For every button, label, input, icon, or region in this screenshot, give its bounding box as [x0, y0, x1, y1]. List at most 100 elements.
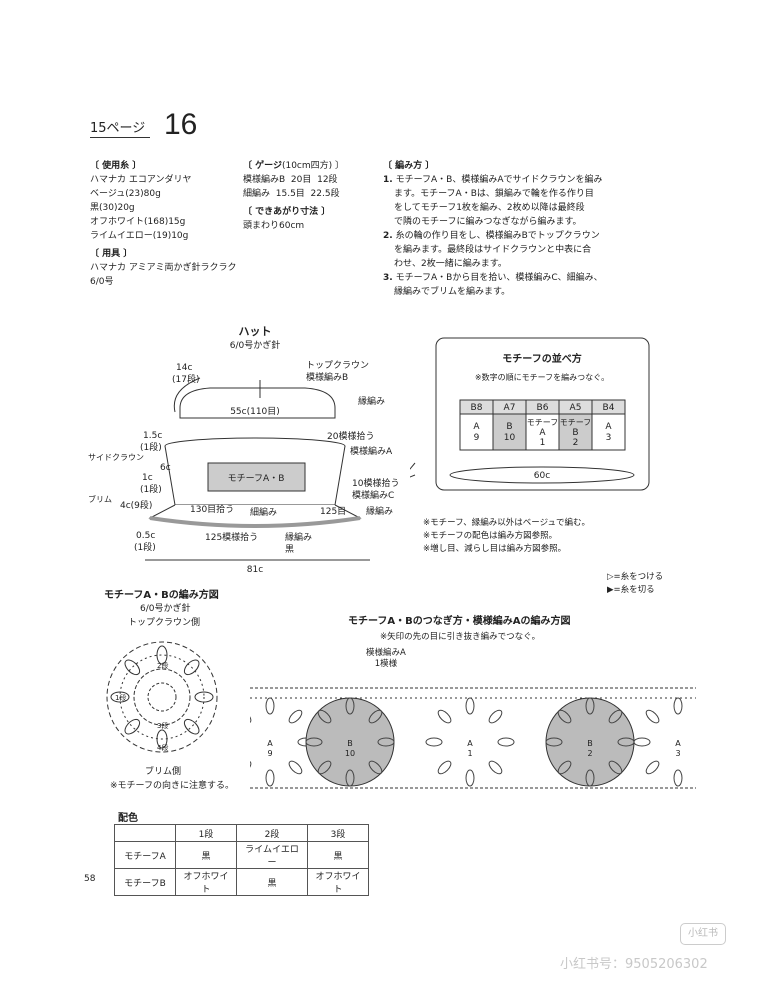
motif-petal — [110, 691, 130, 703]
label-p130: 130目拾う — [190, 503, 234, 515]
pattern-number: 16 — [164, 108, 198, 141]
join-motif-petal — [437, 760, 452, 775]
join-motif-petal — [265, 769, 275, 787]
join-motif-number: 10 — [345, 749, 355, 758]
notes: ※モチーフ、縁編み以外はベージュで編む。 ※モチーフの配色は編み方図参照。 ※増… — [423, 517, 590, 556]
size-value: 頭まわり60cm — [243, 221, 305, 231]
join-motif-petal — [497, 737, 515, 747]
join-motif-petal — [557, 709, 572, 724]
instructions-section: 〔 編み方 〕 1. モチーフA・B、模様編みAでサイドクラウンを編み ます。モ… — [383, 159, 603, 299]
join-motif-petal — [645, 709, 660, 724]
table-cell: 黒 — [236, 868, 308, 896]
label-edge: 縁編み — [358, 395, 385, 407]
motif-petal — [194, 691, 214, 703]
instructions-title: 〔 編み方 〕 — [383, 161, 435, 171]
join-motif-petal — [368, 709, 383, 724]
join-motif-petal — [488, 760, 503, 775]
header-cell — [114, 824, 176, 842]
join-motif-petal — [608, 760, 623, 775]
hat-hook: 6/0号かぎ針 — [230, 339, 281, 351]
arrangement-letter: B — [572, 428, 578, 438]
header-cell: 3段 — [307, 824, 369, 842]
table-cell: 黒 — [175, 841, 237, 869]
table-cell: モチーフA — [114, 841, 176, 869]
join-motif-petal — [645, 760, 660, 775]
color-table: 1段 2段 3段 モチーフA 黒 ライムイエロー 黒 モチーフB オフホワイト … — [114, 824, 369, 896]
label-r1b: (1段) — [140, 483, 162, 495]
step-1: 1. モチーフA・B、模様編みAでサイドクラウンを編み ます。モチーフA・Bは、… — [383, 175, 603, 227]
label-top-rows: (17段) — [172, 373, 199, 385]
motif-chart-title: モチーフA・Bの編み方図 — [104, 590, 219, 601]
hat-diagram: ハット 6/0号かぎ針 14c (17段) トップクラウン 模様編みB 縁編み … — [88, 325, 399, 575]
table-row: モチーフB オフホワイト 黒 オフホワイト — [114, 868, 369, 896]
arrangement-number: 2 — [573, 438, 579, 448]
join-motif-petal — [368, 760, 383, 775]
join-motif-petal — [345, 697, 355, 715]
join-motif-letter: A — [675, 739, 681, 748]
step-3: 3. モチーフA・Bから目を拾い、模様編みC、細編み、 縁編みでブリムを編みます… — [383, 273, 603, 297]
note-2: ※モチーフの配色は編み方図参照。 — [423, 531, 558, 541]
join-motif-petal — [608, 709, 623, 724]
cut-icon: ▶ — [607, 585, 614, 595]
join-motif-petal — [465, 769, 475, 787]
join-motif-letter: B — [587, 739, 593, 748]
round-2-ring — [133, 668, 191, 726]
hat-title: ハット — [239, 325, 272, 338]
motif-petal — [156, 645, 168, 665]
join-motif-petal — [345, 769, 355, 787]
join-motif-letter: A — [267, 739, 273, 748]
join-motif-petal — [377, 737, 395, 747]
arrangement-letter: B — [506, 422, 512, 432]
arrangement-number: 1 — [540, 438, 546, 448]
join-motif-petal — [265, 697, 275, 715]
label-circ-top: 55c(110目) — [230, 406, 280, 417]
step-2: 2. 糸の輪の作り目をし、模様編みBでトップクラウン を編みます。最終段はサイド… — [383, 231, 600, 269]
arrangement-letter: A — [605, 422, 612, 432]
header-rule — [90, 137, 150, 138]
arrangement-top-label: B6 — [537, 403, 549, 413]
materials-title: 〔 使用糸 〕 — [90, 161, 142, 171]
header-cell: 2段 — [236, 824, 308, 842]
join-motif-petal — [288, 760, 303, 775]
arrangement-top-label: A5 — [570, 403, 582, 413]
motif-chart-note: ※モチーフの向きに注意する。 — [110, 781, 235, 791]
round-3-ring — [119, 654, 205, 740]
join-motif-petal — [673, 697, 683, 715]
join-motif-petal — [317, 709, 332, 724]
join-motif-petal — [250, 709, 252, 724]
label-side-crown: サイドクラウン — [88, 453, 144, 462]
round-label-4: 4段 — [157, 743, 168, 752]
join-motif-petal — [488, 709, 503, 724]
motif-stitch-chart: 2段 3段 4段 1段 — [106, 641, 218, 753]
join-motif-petal — [288, 709, 303, 724]
join-motif-petal — [250, 760, 252, 775]
motif-ab-band — [207, 462, 306, 492]
arrangement-letter: A — [473, 422, 480, 432]
label-c1: 1c — [142, 473, 153, 483]
motif-petal — [156, 729, 168, 749]
join-chart-note: ※矢印の先の目に引き抜き編みでつなぐ。 — [380, 632, 541, 642]
label-r1a: (1段) — [140, 441, 162, 453]
label-edge2: 細編み — [250, 506, 277, 518]
arrangement-number: 3 — [606, 433, 612, 443]
label-c6: 6c — [160, 463, 171, 473]
color-table-title: 配色 — [118, 813, 138, 824]
join-motif-number: 9 — [267, 749, 272, 758]
round-label-1: 1段 — [115, 693, 126, 702]
label-edging-top: 縁編み — [366, 505, 393, 517]
yarn-color-4: ライムイエロー(19)10g — [90, 231, 189, 241]
join-motif-petal — [633, 737, 651, 747]
join-chart-title: モチーフA・Bのつなぎ方・模様編みAの編み方図 — [348, 616, 571, 627]
arrangement-width: 60c — [534, 471, 550, 481]
table-cell: 黒 — [307, 841, 369, 869]
color-table-header: 1段 2段 3段 — [114, 824, 369, 842]
callout-tail — [410, 462, 416, 478]
tools-line-1: ハマナカ アミアミ両かぎ針ラクラク — [90, 263, 237, 273]
round-label-3: 3段 — [157, 721, 168, 730]
join-motif-petal — [437, 709, 452, 724]
label-top-crown: トップクラウン — [306, 360, 369, 371]
join-motif-petal — [545, 737, 563, 747]
yarn-color-2: 黒(30)20g — [90, 203, 135, 213]
